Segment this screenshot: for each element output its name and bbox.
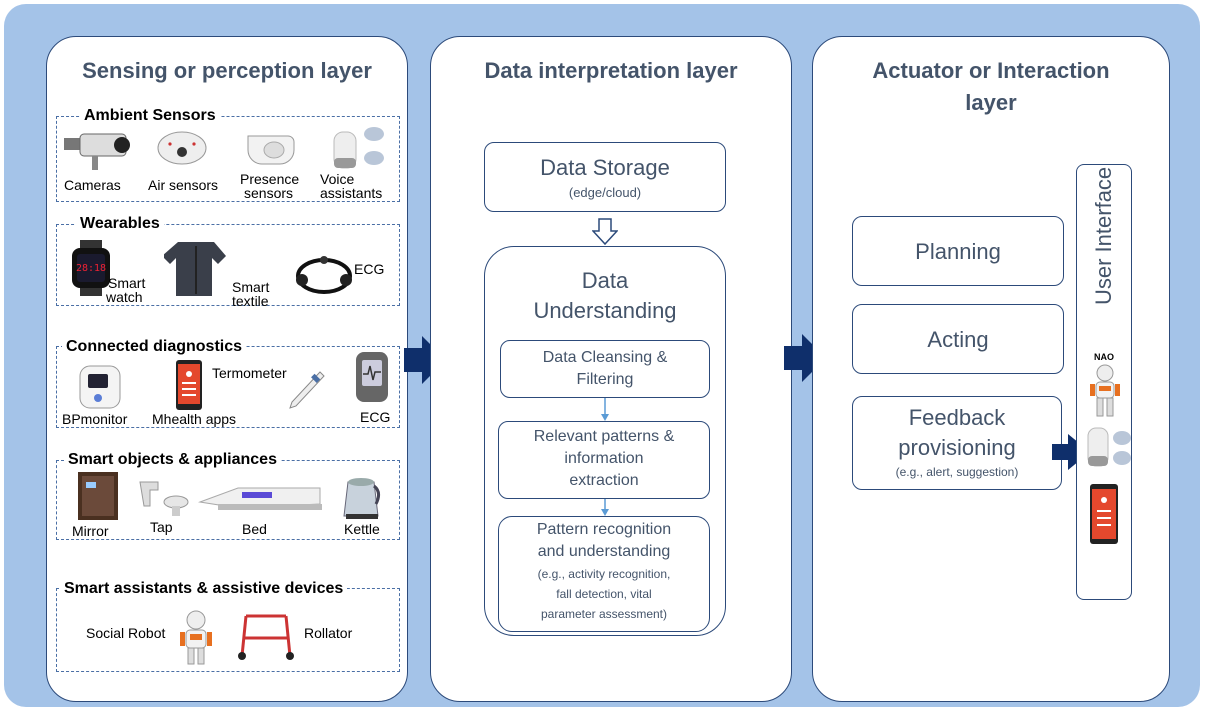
planning-label: Planning bbox=[915, 239, 1001, 264]
bed-icon bbox=[198, 487, 322, 510]
voice-assistants-label: assistants bbox=[320, 185, 383, 201]
ambient-sensors-title: Ambient Sensors bbox=[80, 106, 220, 126]
mhealth-app-icon bbox=[176, 360, 202, 410]
relevant-patterns-line-1: Relevant patterns & bbox=[533, 428, 675, 445]
ambient-sensors-group bbox=[56, 116, 400, 202]
arrow-feedback-to-ui bbox=[1052, 434, 1090, 470]
connected-diagnostics-title: Connected diagnostics bbox=[62, 337, 247, 357]
mhealth-apps-label: Mhealth apps bbox=[152, 411, 237, 427]
cleansing-to-patterns-arrow bbox=[601, 398, 609, 421]
feedback-line-3: (e.g., alert, suggestion) bbox=[895, 465, 1019, 479]
pattern-recognition-line-1: Pattern recognition bbox=[536, 521, 672, 538]
pattern-recognition-box: Pattern recognition and understanding (e… bbox=[498, 516, 710, 632]
data-cleansing-line-1: Data Cleansing & bbox=[542, 349, 668, 366]
smart-textile-label-2: textile bbox=[232, 293, 269, 309]
ecg-diagnostic-label: ECG bbox=[360, 409, 391, 425]
relevant-patterns-box: Relevant patterns & information extracti… bbox=[498, 421, 710, 499]
feedback-line-2: provisioning bbox=[898, 435, 1016, 460]
smart-textile-icon bbox=[164, 242, 226, 296]
voice-assistant-output-icon bbox=[1087, 427, 1131, 467]
social-robot-icon bbox=[180, 610, 212, 665]
presence-label: Presence bbox=[240, 171, 300, 187]
svg-text:28:18: 28:18 bbox=[76, 263, 106, 274]
tap-icon bbox=[139, 481, 189, 516]
acting-label: Acting bbox=[927, 327, 989, 352]
bp-monitor-icon bbox=[79, 365, 121, 409]
smart-watch-label-1: Smart bbox=[108, 275, 146, 291]
pattern-recognition-line-4: fall detection, vital bbox=[556, 587, 652, 601]
sensing-layer-title: Sensing or perception layer bbox=[82, 58, 372, 83]
data-storage-subtitle: (edge/cloud) bbox=[568, 185, 642, 200]
data-cleansing-box: Data Cleansing & Filtering bbox=[500, 340, 710, 398]
cameras-label: Cameras bbox=[64, 177, 121, 193]
mirror-icon bbox=[78, 472, 118, 520]
interpretation-layer-title: Data interpretation layer bbox=[484, 58, 738, 83]
pattern-recognition-line-3: (e.g., activity recognition, bbox=[537, 567, 671, 581]
wearables-group bbox=[56, 224, 400, 306]
air-sensors-label: Air sensors bbox=[148, 177, 219, 193]
camera-icon bbox=[64, 133, 130, 170]
smart-assistants-title: Smart assistants & assistive devices bbox=[60, 579, 348, 599]
data-understanding-title-2: Understanding bbox=[533, 298, 677, 323]
kettle-icon bbox=[343, 478, 381, 519]
relevant-patterns-line-3: extraction bbox=[569, 472, 639, 489]
mirror-label: Mirror bbox=[72, 523, 109, 539]
data-understanding-title-1: Data bbox=[581, 268, 629, 293]
patterns-to-recognition-arrow bbox=[601, 499, 609, 516]
acting-box: Acting bbox=[852, 304, 1064, 374]
bp-monitor-label: BPmonitor bbox=[62, 411, 128, 427]
tap-label: Tap bbox=[150, 519, 173, 535]
wearables-title: Wearables bbox=[76, 214, 164, 234]
actuator-layer-title-1: Actuator or Interaction bbox=[872, 58, 1110, 83]
presence-sensors-label: sensors bbox=[244, 185, 294, 201]
data-cleansing-line-2: Filtering bbox=[576, 371, 634, 388]
presence-sensor-icon bbox=[247, 135, 295, 165]
voice-assistant-icon bbox=[333, 127, 384, 169]
kettle-label: Kettle bbox=[344, 521, 380, 537]
social-robot-label: Social Robot bbox=[86, 625, 166, 641]
nao-label: NAO bbox=[1094, 352, 1114, 362]
smartwatch-icon: 28:18 bbox=[72, 240, 110, 296]
data-storage-title: Data Storage bbox=[540, 155, 670, 180]
voice-label: Voice bbox=[320, 171, 355, 187]
smart-objects-title: Smart objects & appliances bbox=[64, 450, 281, 470]
storage-down-arrow bbox=[592, 218, 618, 246]
arrow-interpretation-to-actuator bbox=[784, 334, 826, 382]
thermometer-icon bbox=[289, 371, 325, 409]
actuator-layer-title-2: layer bbox=[965, 90, 1017, 115]
air-sensor-icon bbox=[157, 131, 207, 165]
bed-label: Bed bbox=[242, 521, 267, 537]
planning-box: Planning bbox=[852, 216, 1064, 286]
rollator-icon bbox=[238, 614, 294, 660]
arrow-sensing-to-interpretation bbox=[404, 336, 446, 384]
pattern-recognition-line-2: and understanding bbox=[537, 543, 671, 560]
feedback-line-1: Feedback bbox=[908, 405, 1006, 430]
ecg-device-icon bbox=[356, 352, 388, 402]
termometer-label: Termometer bbox=[212, 365, 287, 381]
pattern-recognition-line-5: parameter assessment) bbox=[540, 607, 668, 621]
data-storage-box: Data Storage (edge/cloud) bbox=[484, 142, 726, 212]
relevant-patterns-line-2: information bbox=[564, 450, 644, 467]
feedback-provisioning-box: Feedback provisioning (e.g., alert, sugg… bbox=[852, 396, 1062, 490]
smartphone-app-icon bbox=[1090, 484, 1118, 544]
nao-robot-icon bbox=[1090, 364, 1120, 417]
smart-watch-label-2: watch bbox=[106, 289, 143, 305]
rollator-label: Rollator bbox=[304, 625, 353, 641]
ecg-wearable-label: ECG bbox=[354, 261, 385, 277]
user-interface-label: User Interface bbox=[1091, 166, 1116, 305]
smart-textile-label-1: Smart bbox=[232, 279, 270, 295]
ecg-headset-icon bbox=[296, 256, 352, 294]
